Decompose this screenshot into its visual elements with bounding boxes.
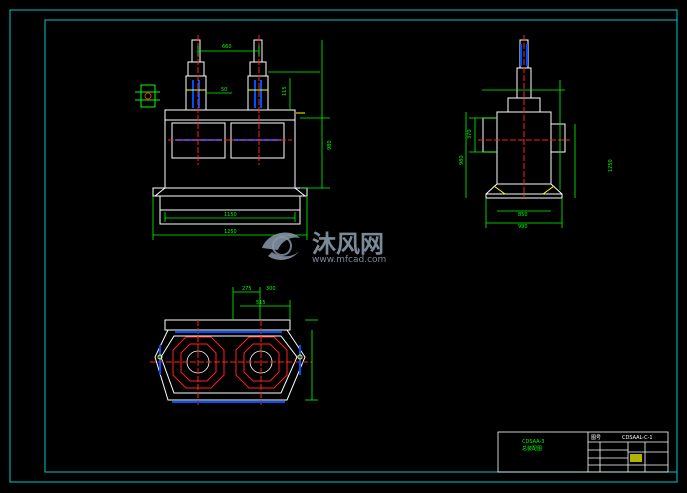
plan-dim-b: 300 <box>266 286 276 292</box>
plan-view: 275 300 515 <box>150 286 318 405</box>
right-octagon <box>235 336 288 389</box>
dim-side-b: 115 <box>282 86 288 96</box>
detail-small <box>135 84 160 108</box>
title-drawing-no: CDSAAL-C-1 <box>622 435 653 441</box>
side-dim-left-a: 370 <box>467 129 473 139</box>
dim-height: 980 <box>327 140 333 150</box>
side-dim-left-b: 980 <box>459 155 465 165</box>
title-header: 图号 <box>591 435 601 441</box>
dim-top: 660 <box>222 44 232 50</box>
inner-frame <box>44 19 678 473</box>
watermark-logo-icon <box>262 232 300 260</box>
left-octagon <box>172 336 225 389</box>
front-view: 660 50 115 980 1150 1250 <box>135 35 333 240</box>
title-model: CDSAA-3 <box>522 439 544 445</box>
side-dim-right: 1250 <box>608 159 614 172</box>
side-dim-base-inner: 850 <box>518 212 528 218</box>
plan-dim-a: 275 <box>242 286 252 292</box>
dim-base-inner: 1150 <box>224 212 237 218</box>
dim-base-outer: 1250 <box>224 229 237 235</box>
title-stamp <box>630 454 642 462</box>
side-dim-base-outer: 990 <box>518 224 528 230</box>
watermark-url: www.mfcad.com <box>312 255 386 265</box>
title-subtitle: 总装配图 <box>522 445 542 452</box>
watermark-brand: 沐风网 <box>312 230 384 258</box>
title-block: CDSAA-3 总装配图 图号 CDSAAL-C-1 <box>497 431 669 473</box>
plan-dim-c: 515 <box>256 300 266 306</box>
dim-side-a: 50 <box>221 87 227 93</box>
side-view: 370 980 1250 850 990 <box>459 35 614 230</box>
watermark: 沐风网 www.mfcad.com <box>262 230 386 265</box>
